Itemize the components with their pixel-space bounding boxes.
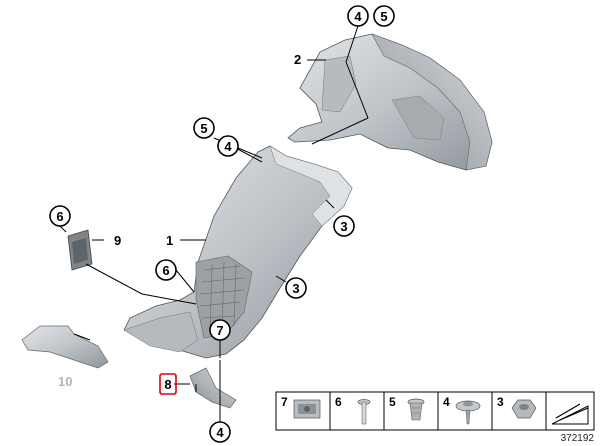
hex-nut-icon bbox=[511, 399, 537, 419]
svg-text:8: 8 bbox=[164, 377, 171, 392]
callout-4-mid: 4 bbox=[217, 135, 239, 157]
screw-icon bbox=[455, 400, 481, 425]
callout-5-mid: 5 bbox=[193, 117, 215, 139]
callout-6-mid: 6 bbox=[155, 259, 177, 281]
image-code: 372192 bbox=[561, 433, 595, 444]
wedge-graphic-icon bbox=[551, 403, 589, 425]
callout-6-left: 6 bbox=[49, 205, 71, 227]
expanding-rivet-icon bbox=[407, 398, 425, 421]
pad-part-9 bbox=[67, 229, 93, 271]
svg-text:3: 3 bbox=[292, 281, 299, 296]
callout-5-top: 5 bbox=[373, 5, 395, 27]
svg-text:5: 5 bbox=[200, 121, 207, 136]
svg-text:4: 4 bbox=[354, 9, 362, 24]
part-label-2: 2 bbox=[294, 52, 301, 67]
legend-item-6: 6 bbox=[335, 395, 342, 409]
legend-item-4: 4 bbox=[443, 395, 450, 409]
callout-7: 7 bbox=[209, 319, 231, 341]
callout-3-top: 3 bbox=[333, 215, 355, 237]
svg-text:6: 6 bbox=[56, 209, 63, 224]
svg-text:7: 7 bbox=[216, 323, 223, 338]
fastener-legend: 7 6 5 4 3 bbox=[275, 391, 595, 431]
svg-text:5: 5 bbox=[380, 9, 387, 24]
svg-text:6: 6 bbox=[162, 263, 169, 278]
rivet-icon bbox=[357, 399, 371, 425]
bracket-part-10 bbox=[21, 325, 109, 369]
bracket-part-8 bbox=[189, 367, 237, 409]
part-label-1: 1 bbox=[166, 233, 173, 248]
legend-item-5: 5 bbox=[389, 395, 396, 409]
callout-3-bottom: 3 bbox=[285, 277, 307, 299]
wheel-arch-cover-rear bbox=[287, 33, 493, 171]
spring-nut-icon bbox=[293, 399, 321, 419]
legend-item-7: 7 bbox=[281, 395, 288, 409]
svg-text:3: 3 bbox=[340, 219, 347, 234]
part-label-10: 10 bbox=[58, 374, 72, 389]
callout-4-bottom: 4 bbox=[209, 421, 231, 443]
svg-text:4: 4 bbox=[224, 139, 232, 154]
svg-text:4: 4 bbox=[216, 425, 224, 440]
part-label-8-highlight: 8 bbox=[159, 373, 177, 395]
wheel-arch-cover-front bbox=[123, 145, 353, 359]
part-label-9: 9 bbox=[114, 233, 121, 248]
callout-4-top: 4 bbox=[347, 5, 369, 27]
legend-item-3: 3 bbox=[497, 395, 504, 409]
